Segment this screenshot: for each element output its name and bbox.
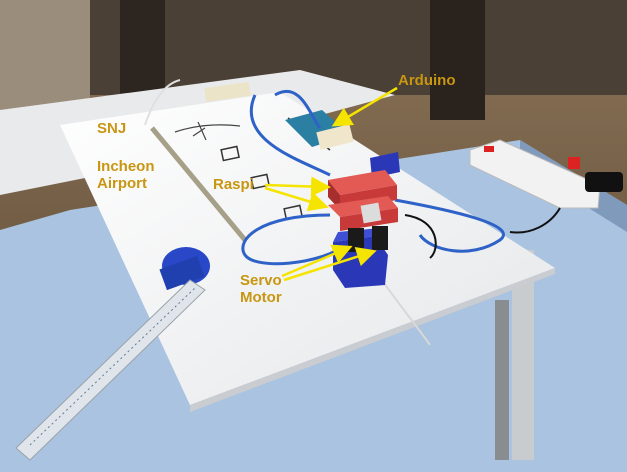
servo-motor [372,226,388,250]
gate-marker [220,145,240,162]
airplane-drawing [174,121,241,141]
raspi-label-text: Raspi [213,176,254,193]
blue-cable [241,213,346,266]
gate-marker [250,173,270,190]
raspi-case-top [328,170,397,195]
ruler [15,279,206,461]
adapter-black [585,172,623,192]
raspi-case-side [328,180,340,210]
top-breadboard [204,81,251,102]
window-panel [0,0,90,110]
arrow-servo-1 [281,244,353,278]
foam-board [60,92,555,405]
ribbon-cable [360,202,382,224]
incheon-label-line2: Airport [97,175,147,192]
arduino-label-text: Arduino [398,72,456,89]
arduino-label: Arduino [398,72,456,89]
breadboard [316,124,354,150]
snj-label-text: SNJ [97,120,127,137]
incheon-label-line1: Incheon [97,158,155,175]
table-leg-shadow [495,300,509,460]
chair-leg-right [430,0,485,120]
blue-cable [274,89,322,129]
black-cable [509,207,561,234]
servo-motor-label: Servo Motor [240,272,282,306]
white-cable [144,79,181,126]
incheon-airport-label: Incheon Airport [97,158,155,192]
servo-label-line1: Servo [240,272,282,289]
servo-motor [348,228,364,252]
arrow-raspi-2 [264,186,329,212]
runway-strip [150,126,247,242]
tape-dispenser-base [159,255,205,291]
table-leg [512,250,534,460]
servo-label-line2: Motor [240,289,282,306]
power-strip [469,139,601,209]
arrow-raspi-1 [264,176,331,197]
black-cable [404,214,437,259]
foam-board-edge [190,268,555,412]
power-plug [568,157,580,169]
raspi-label: Raspi [213,176,254,193]
snj-label: SNJ [97,120,126,137]
blue-cable [249,94,331,177]
arrow-arduino [331,86,398,127]
blue-cable [394,198,505,253]
power-switch [484,146,494,152]
arrow-servo-2 [283,247,377,282]
chair-leg-left [120,0,165,95]
